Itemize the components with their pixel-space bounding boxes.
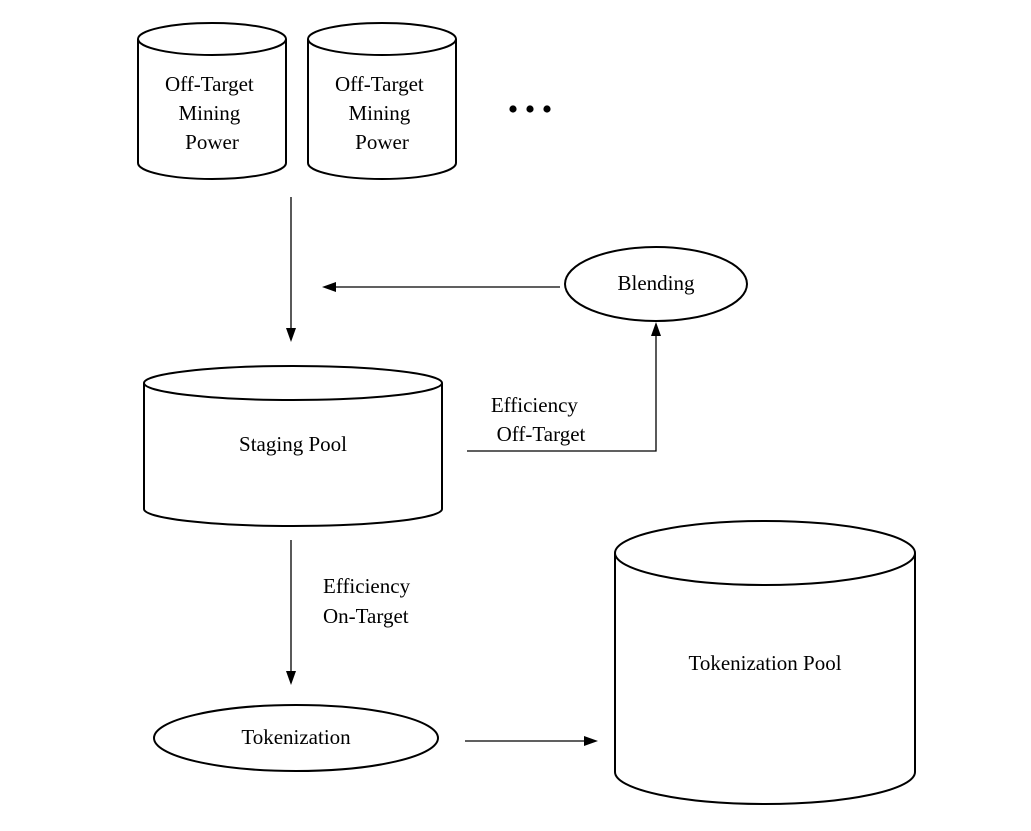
off-target-line-1: Efficiency <box>491 393 579 417</box>
tokenization-node: Tokenization <box>153 704 439 772</box>
mining-power-1-line-1: Off-Target <box>165 72 254 96</box>
staging-pool-label: Staging Pool <box>239 432 347 456</box>
arrow-staging-to-tokenization <box>286 540 296 685</box>
arrow-blending-to-staging <box>322 282 560 292</box>
on-target-line-2: On-Target <box>323 604 409 628</box>
on-target-line-1: Efficiency <box>323 574 411 598</box>
efficiency-on-target-label: Efficiency On-Target <box>323 574 415 628</box>
tokenization-label: Tokenization <box>241 725 351 749</box>
mining-power-2-line-2: Mining <box>348 101 410 125</box>
svg-text:Off-Target Mining: Off-Target Mining Power <box>335 72 429 154</box>
mining-power-2-line-3: Power <box>355 130 409 154</box>
blending-node: Blending <box>564 246 748 322</box>
tokenization-pool-cylinder: Tokenization Pool <box>614 520 916 805</box>
arrow-sources-to-staging <box>286 197 296 342</box>
mining-power-2-line-1: Off-Target <box>335 72 424 96</box>
mining-power-cylinder-2: Off-Target Mining Power <box>307 22 457 180</box>
arrow-tokenization-to-pool <box>465 736 598 746</box>
staging-pool-cylinder: Staging Pool <box>143 365 443 527</box>
arrow-staging-to-blending <box>467 322 661 452</box>
mining-power-cylinder-1: Off-Target Mining Power <box>137 22 287 180</box>
mining-power-1-line-2: Mining <box>178 101 240 125</box>
blending-label: Blending <box>618 271 695 295</box>
efficiency-off-target-label: Efficiency Off-Target <box>491 393 586 446</box>
off-target-line-2: Off-Target <box>497 422 586 446</box>
ellipsis-dots <box>509 105 551 113</box>
mining-power-1-line-3: Power <box>185 130 239 154</box>
svg-text:Off-Target Mining: Off-Target Mining Power <box>165 72 259 154</box>
tokenization-pool-label: Tokenization Pool <box>688 651 841 675</box>
